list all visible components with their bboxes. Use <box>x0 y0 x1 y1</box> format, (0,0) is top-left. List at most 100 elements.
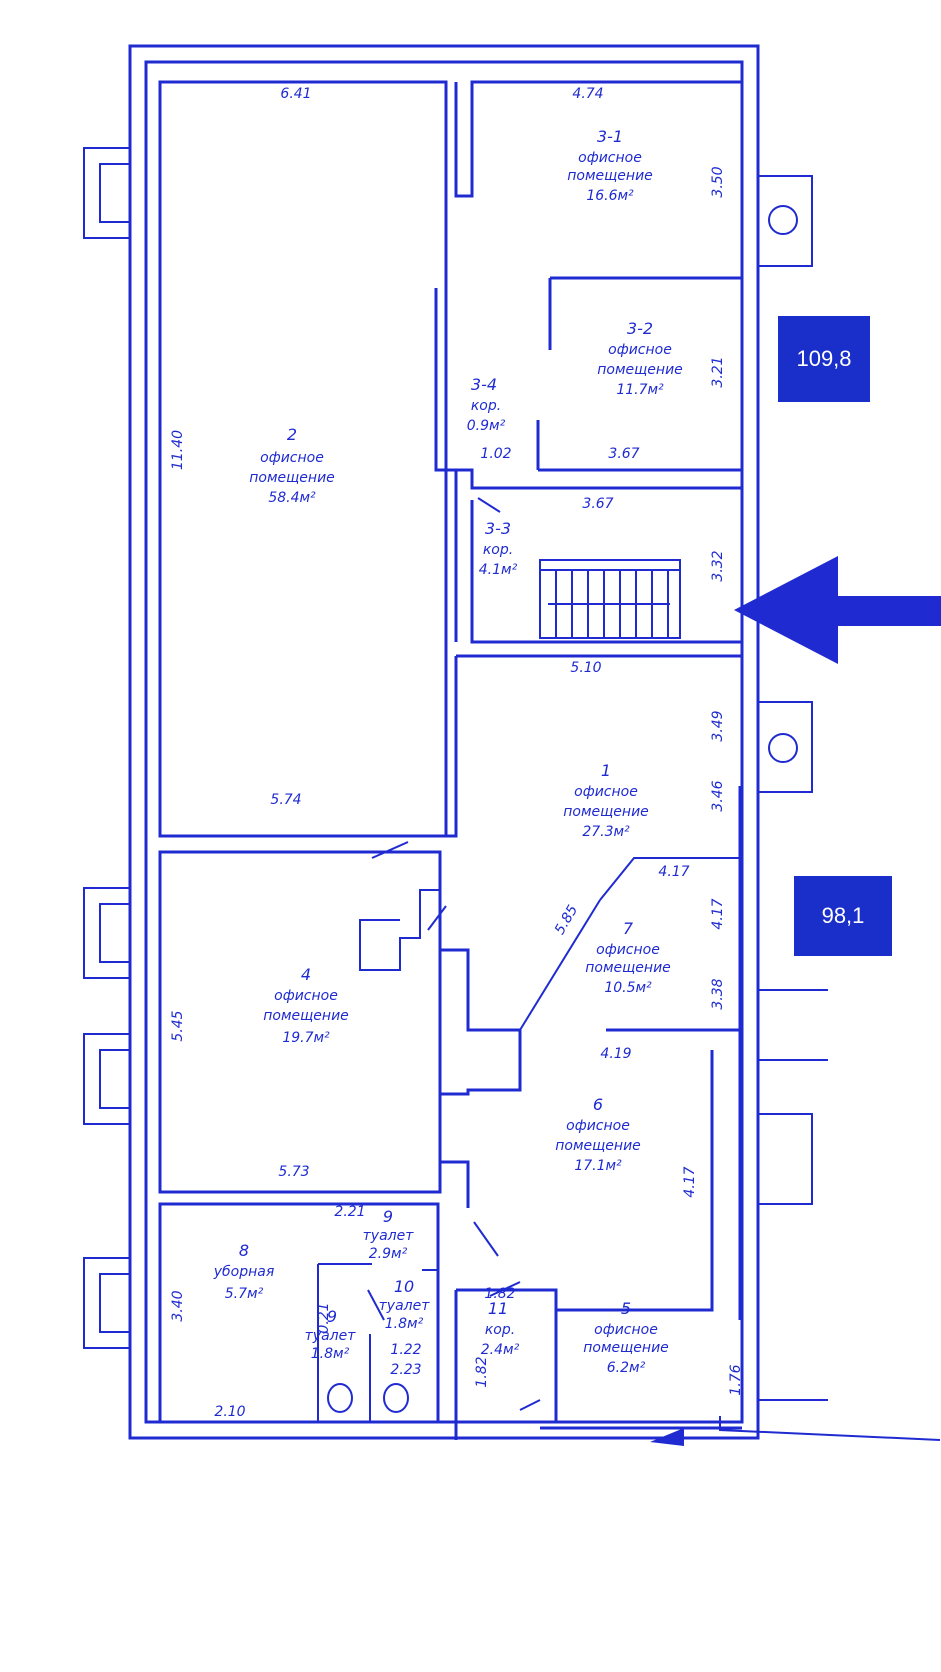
svg-text:помещение: помещение <box>567 168 653 184</box>
svg-text:5.73: 5.73 <box>278 1164 309 1180</box>
svg-text:3-1: 3-1 <box>597 127 623 146</box>
room-6-label: 6 офисное помещение 17.1м² <box>555 1095 641 1174</box>
svg-text:5: 5 <box>621 1299 631 1318</box>
svg-text:уборная: уборная <box>213 1264 275 1280</box>
svg-text:3-2: 3-2 <box>627 319 653 338</box>
svg-text:офисное: офисное <box>608 342 672 358</box>
svg-text:16.6м²: 16.6м² <box>586 188 634 204</box>
svg-text:4.17: 4.17 <box>658 864 689 880</box>
room-11-label: 11 кор. 2.4м² <box>481 1299 520 1358</box>
svg-text:0.21: 0.21 <box>316 1302 332 1333</box>
svg-text:2.10: 2.10 <box>214 1404 245 1420</box>
svg-text:4: 4 <box>301 965 311 984</box>
room-9a-label: 9 туалет 2.9м² <box>363 1207 415 1262</box>
svg-text:19.7м²: 19.7м² <box>282 1030 330 1046</box>
svg-text:2.23: 2.23 <box>390 1362 421 1378</box>
svg-text:помещение: помещение <box>583 1340 669 1356</box>
svg-text:58.4м²: 58.4м² <box>268 490 316 506</box>
svg-text:офисное: офисное <box>566 1118 630 1134</box>
svg-text:1.8м²: 1.8м² <box>385 1316 424 1332</box>
svg-text:1.82: 1.82 <box>484 1286 515 1302</box>
svg-text:5.7м²: 5.7м² <box>225 1286 264 1302</box>
svg-text:офисное: офисное <box>260 450 324 466</box>
svg-text:3.46: 3.46 <box>710 780 726 811</box>
entrance-arrow-icon <box>734 556 941 664</box>
svg-text:0.9м²: 0.9м² <box>467 418 506 434</box>
svg-text:офисное: офисное <box>574 784 638 800</box>
svg-text:кор.: кор. <box>483 542 513 558</box>
room-3-2-label: 3-2 офисное помещение 11.7м² <box>597 319 683 398</box>
room-10-label: 10 туалет 1.8м² <box>379 1277 431 1332</box>
svg-text:1.8м²: 1.8м² <box>311 1346 350 1362</box>
svg-text:3.67: 3.67 <box>608 446 639 462</box>
room-9b-label: 9 туалет 1.8м² <box>305 1307 357 1362</box>
svg-text:офисное: офисное <box>578 150 642 166</box>
svg-text:7: 7 <box>623 919 634 938</box>
svg-text:27.3м²: 27.3м² <box>582 824 630 840</box>
area-badge-upper: 109,8 <box>778 316 870 402</box>
svg-text:4.17: 4.17 <box>710 898 726 929</box>
svg-text:офисное: офисное <box>596 942 660 958</box>
area-badge-lower: 98,1 <box>794 876 892 956</box>
svg-text:5.45: 5.45 <box>170 1010 186 1041</box>
svg-text:3.32: 3.32 <box>710 550 726 581</box>
room-3-1-label: 3-1 офисное помещение 16.6м² <box>567 127 653 204</box>
window-bays <box>83 147 941 1441</box>
svg-text:17.1м²: 17.1м² <box>574 1158 622 1174</box>
svg-text:5.10: 5.10 <box>570 660 601 676</box>
svg-text:5.85: 5.85 <box>552 902 581 937</box>
svg-text:1.02: 1.02 <box>480 446 511 462</box>
svg-text:10: 10 <box>394 1277 414 1296</box>
svg-text:помещение: помещение <box>597 362 683 378</box>
svg-text:3.21: 3.21 <box>710 356 726 387</box>
interior-walls <box>158 80 744 1440</box>
svg-text:11.7м²: 11.7м² <box>616 382 664 398</box>
dimensions: 6.41 4.74 3.50 11.40 3.21 1.02 3.67 3.67… <box>170 86 744 1420</box>
svg-text:1: 1 <box>601 761 611 780</box>
room-3-3-label: 3-3 кор. 4.1м² <box>479 519 518 578</box>
svg-text:3.49: 3.49 <box>710 710 726 741</box>
svg-text:6.2м²: 6.2м² <box>607 1360 646 1376</box>
svg-text:2.4м²: 2.4м² <box>481 1342 520 1358</box>
svg-text:3.67: 3.67 <box>582 496 613 512</box>
svg-text:туалет: туалет <box>363 1228 415 1244</box>
entrance-marker-icon <box>650 1428 684 1446</box>
room-4-label: 4 офисное помещение 19.7м² <box>263 965 349 1046</box>
svg-text:туалет: туалет <box>379 1298 431 1314</box>
svg-text:5.74: 5.74 <box>270 792 301 808</box>
svg-text:8: 8 <box>239 1241 249 1260</box>
room-3-4-label: 3-4 кор. 0.9м² <box>467 375 506 434</box>
svg-text:11: 11 <box>488 1299 508 1318</box>
svg-text:помещение: помещение <box>555 1138 641 1154</box>
svg-text:4.17: 4.17 <box>682 1166 698 1197</box>
svg-text:2.9м²: 2.9м² <box>369 1246 408 1262</box>
svg-text:3.40: 3.40 <box>170 1290 186 1321</box>
svg-text:10.5м²: 10.5м² <box>604 980 652 996</box>
svg-text:9: 9 <box>383 1207 393 1226</box>
room-7-label: 7 офисное помещение 10.5м² <box>585 919 671 996</box>
svg-text:2: 2 <box>287 425 297 444</box>
svg-text:помещение: помещение <box>563 804 649 820</box>
room-8-label: 8 уборная 5.7м² <box>213 1241 275 1302</box>
svg-text:помещение: помещение <box>263 1008 349 1024</box>
svg-text:3-4: 3-4 <box>471 375 497 394</box>
svg-text:11.40: 11.40 <box>170 430 186 470</box>
svg-text:кор.: кор. <box>471 398 501 414</box>
svg-text:офисное: офисное <box>594 1322 658 1338</box>
svg-text:офисное: офисное <box>274 988 338 1004</box>
svg-text:1.22: 1.22 <box>390 1342 421 1358</box>
svg-text:3.38: 3.38 <box>710 978 726 1009</box>
svg-text:4.19: 4.19 <box>600 1046 631 1062</box>
svg-text:6: 6 <box>593 1095 603 1114</box>
svg-text:2.21: 2.21 <box>334 1204 365 1220</box>
room-2-label: 2 офисное помещение 58.4м² <box>249 425 335 506</box>
svg-text:6.41: 6.41 <box>280 86 311 102</box>
svg-text:кор.: кор. <box>485 1322 515 1338</box>
room-5-label: 5 офисное помещение 6.2м² <box>583 1299 669 1376</box>
svg-text:3-3: 3-3 <box>485 519 511 538</box>
svg-text:помещение: помещение <box>249 470 335 486</box>
outer-walls <box>128 44 760 1440</box>
room-1-label: 1 офисное помещение 27.3м² <box>563 761 649 840</box>
svg-text:1.82: 1.82 <box>474 1356 490 1387</box>
